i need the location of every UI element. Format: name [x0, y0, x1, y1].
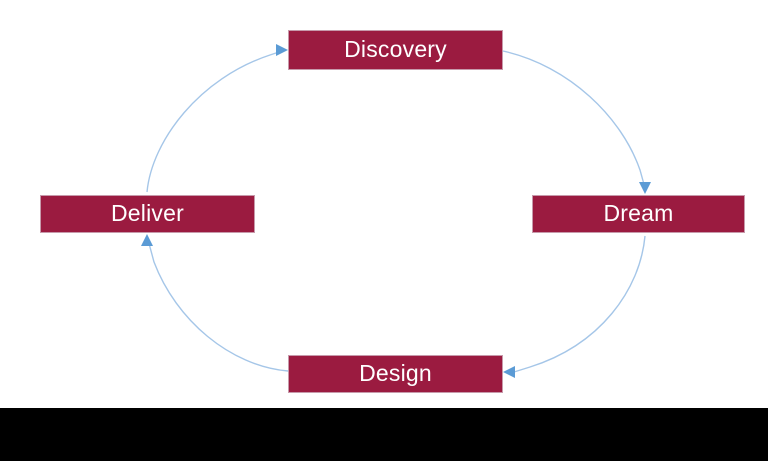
node-dream[interactable]: Dream	[532, 195, 745, 233]
arc-discovery-to-dream	[502, 50, 646, 189]
arrowhead-into-discovery-icon	[276, 44, 288, 56]
arrowhead-into-dream-icon	[639, 182, 651, 194]
arrowhead-into-deliver-icon	[141, 234, 153, 246]
arc-dream-to-design	[513, 235, 646, 373]
node-design[interactable]: Design	[288, 355, 503, 393]
footer-bar	[0, 408, 768, 461]
arc-deliver-to-discovery	[146, 50, 283, 193]
node-deliver-label: Deliver	[111, 199, 184, 226]
node-discovery[interactable]: Discovery	[288, 30, 503, 70]
arrowhead-into-design-icon	[503, 366, 515, 378]
node-deliver[interactable]: Deliver	[40, 195, 255, 233]
node-discovery-label: Discovery	[344, 35, 447, 62]
node-dream-label: Dream	[603, 199, 674, 226]
arc-design-to-deliver	[146, 235, 289, 372]
node-design-label: Design	[359, 359, 432, 386]
